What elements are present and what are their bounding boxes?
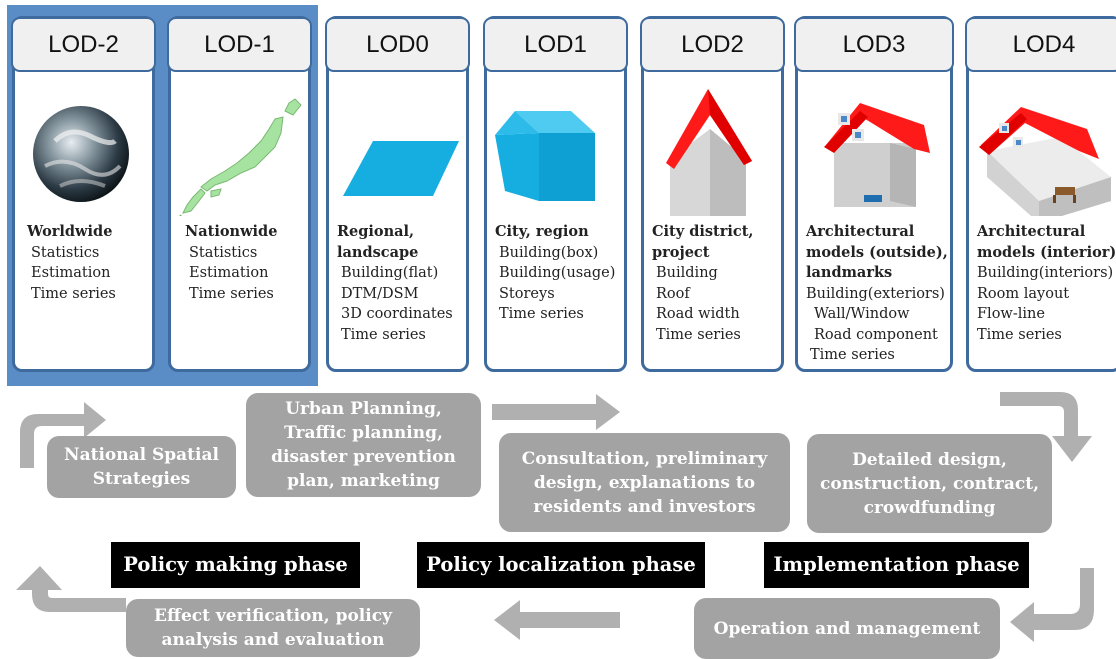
item: Time series <box>31 285 116 302</box>
item: Road component <box>814 326 938 343</box>
scope-label: Architectural <box>977 223 1086 240</box>
earth-globe-image <box>33 106 129 202</box>
box-line: Urban Planning, <box>285 399 442 419</box>
item: Time series <box>499 306 584 322</box>
item: Room layout <box>977 285 1070 302</box>
effect-verification-box: Effect verification, policy analysis and… <box>126 599 420 657</box>
item: Building(box) <box>499 244 599 261</box>
lod-card-lod4: LOD4 Architectural models (interior) Bui… <box>965 16 1116 372</box>
box-line: plan, marketing <box>287 471 440 491</box>
curved-arrow-icon <box>16 566 126 612</box>
house-roof-image <box>666 89 752 216</box>
item: Statistics <box>31 244 100 261</box>
lod-title: LOD4 <box>965 17 1116 72</box>
house-with-windows-image <box>824 103 930 207</box>
item: Time series <box>189 285 274 302</box>
item: Flow-line <box>977 306 1045 322</box>
item: Building(flat) <box>341 265 439 281</box>
urban-planning-box: Urban Planning, Traffic planning, disast… <box>246 393 481 497</box>
item: 3D coordinates <box>341 306 453 322</box>
item: Building(exteriors) <box>806 285 945 302</box>
scope-label: City district, <box>652 223 754 240</box>
item: Building(interiors) <box>977 265 1114 281</box>
curved-arrow-icon <box>1010 568 1094 642</box>
lod-card-lod2: LOD2 City district, project Building Roo… <box>640 16 785 372</box>
item: Time series <box>810 347 895 363</box>
scope-label: Architectural <box>806 223 915 240</box>
lod-card-lod-minus1: LOD-1 Nationwide Statistics Estimation T… <box>167 16 312 372</box>
item: Estimation <box>189 265 269 281</box>
scope-label: landmarks <box>806 264 893 281</box>
box-line: design, explanations to <box>533 472 756 493</box>
curved-arrow-icon <box>20 402 106 468</box>
scope-label: models (interior) <box>977 243 1116 261</box>
box-line: Traffic planning, <box>284 423 443 443</box>
right-arrow-icon <box>492 394 620 430</box>
lod-title: LOD3 <box>794 17 954 72</box>
item: Building(usage) <box>499 265 616 281</box>
box-line: Consultation, preliminary <box>521 448 768 469</box>
item: Building <box>656 265 718 281</box>
scope-label: project <box>652 243 710 261</box>
item: Wall/Window <box>814 306 910 322</box>
item: Road width <box>656 306 740 322</box>
item: Time series <box>341 326 426 343</box>
item: Time series <box>977 326 1062 343</box>
japan-map-image <box>179 98 302 216</box>
box-line: crowdfunding <box>863 497 996 518</box>
item: Statistics <box>189 244 258 261</box>
lod-title: LOD1 <box>483 17 628 72</box>
item: Time series <box>656 326 741 343</box>
box-line: residents and investors <box>533 496 756 517</box>
curved-arrow-icon <box>1000 392 1092 462</box>
lod-title: LOD2 <box>640 17 785 72</box>
scope-label: Worldwide <box>27 223 113 240</box>
policy-making-phase-label: Policy making phase <box>111 542 360 588</box>
box-line: disaster prevention <box>271 447 456 467</box>
box-building-image <box>495 111 595 201</box>
item: Roof <box>656 285 690 302</box>
box-line: National Spatial <box>64 445 219 465</box>
lod-card-lod0: LOD0 Regional, landscape Building(flat) … <box>325 16 470 372</box>
box-line: Effect verification, policy <box>154 606 392 626</box>
implementation-phase-label: Implementation phase <box>764 542 1029 588</box>
flat-plane-image <box>343 141 459 196</box>
lod-title: LOD0 <box>325 17 470 72</box>
detailed-design-box: Detailed design, construction, contract,… <box>807 434 1052 533</box>
lod-title: LOD-2 <box>11 17 156 72</box>
national-spatial-strategies-box: National Spatial Strategies <box>47 436 236 498</box>
consultation-box: Consultation, preliminary design, explan… <box>499 433 790 532</box>
scope-label: models (outside), <box>806 243 948 261</box>
scope-label: Nationwide <box>185 223 278 240</box>
scope-label: City, region <box>495 223 589 240</box>
policy-localization-phase-label: Policy localization phase <box>417 542 705 588</box>
item: Storeys <box>499 285 555 302</box>
box-line: Strategies <box>92 469 191 489</box>
house-interior-image <box>979 107 1111 216</box>
left-arrow-icon <box>494 600 620 640</box>
box-line: analysis and evaluation <box>161 630 385 650</box>
lod-card-lod3: LOD3 Architectural models (outside), lan… <box>794 16 954 372</box>
box-line: Operation and management <box>713 618 981 639</box>
item: DTM/DSM <box>341 285 419 302</box>
item: Estimation <box>31 265 111 281</box>
lod-title: LOD-1 <box>167 17 312 72</box>
lod-card-lod1: LOD1 City, region Building(box) Building… <box>483 16 628 372</box>
scope-label: Regional, <box>337 223 415 240</box>
box-line: Detailed design, <box>852 449 1007 470</box>
box-line: construction, contract, <box>820 473 1039 494</box>
scope-label: landscape <box>337 243 419 261</box>
operation-management-box: Operation and management <box>694 598 1000 659</box>
lod-card-lod-minus2: LOD-2 Worldwide Statistics Estimation Ti… <box>11 16 156 372</box>
